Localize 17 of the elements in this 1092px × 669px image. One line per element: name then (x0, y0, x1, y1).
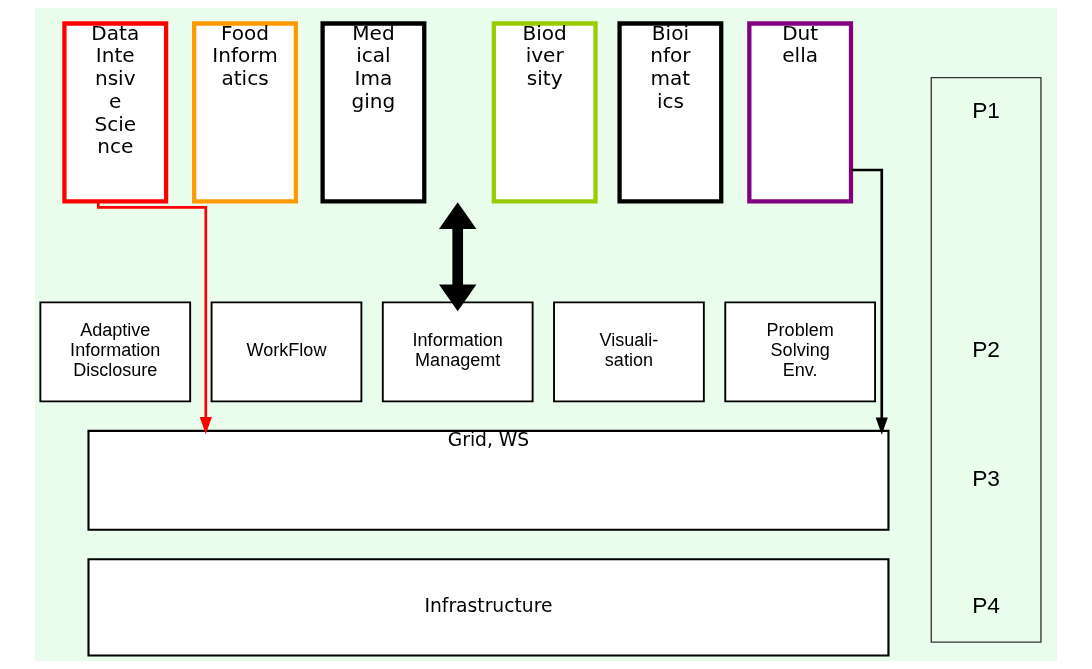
arrow (851, 168, 888, 435)
node-box: WorkFlow (210, 301, 363, 403)
node-box: Grid, WS (87, 429, 890, 531)
node-box: Problem Solving Env. (724, 301, 876, 403)
arrow (439, 202, 477, 312)
node-box: Food Inform atics (192, 21, 298, 204)
node-box: P1 P2 P3 P4 (930, 77, 1042, 643)
node-box: Med ical Ima ging (320, 21, 427, 204)
node-box: Information Managemt (381, 301, 534, 403)
node-box: Infrastructure (87, 558, 890, 657)
node-box: Adaptive Information Disclosure (39, 301, 192, 403)
node-box: Data Inte nsiv e Scie nce (62, 21, 169, 204)
node-box: Bioi nfor mat ics (617, 21, 724, 204)
arrow (96, 201, 212, 435)
node-box: Visuali- sation (553, 301, 705, 403)
node-box: Dut ella (747, 21, 854, 204)
node-box: Biod iver sity (491, 21, 598, 204)
